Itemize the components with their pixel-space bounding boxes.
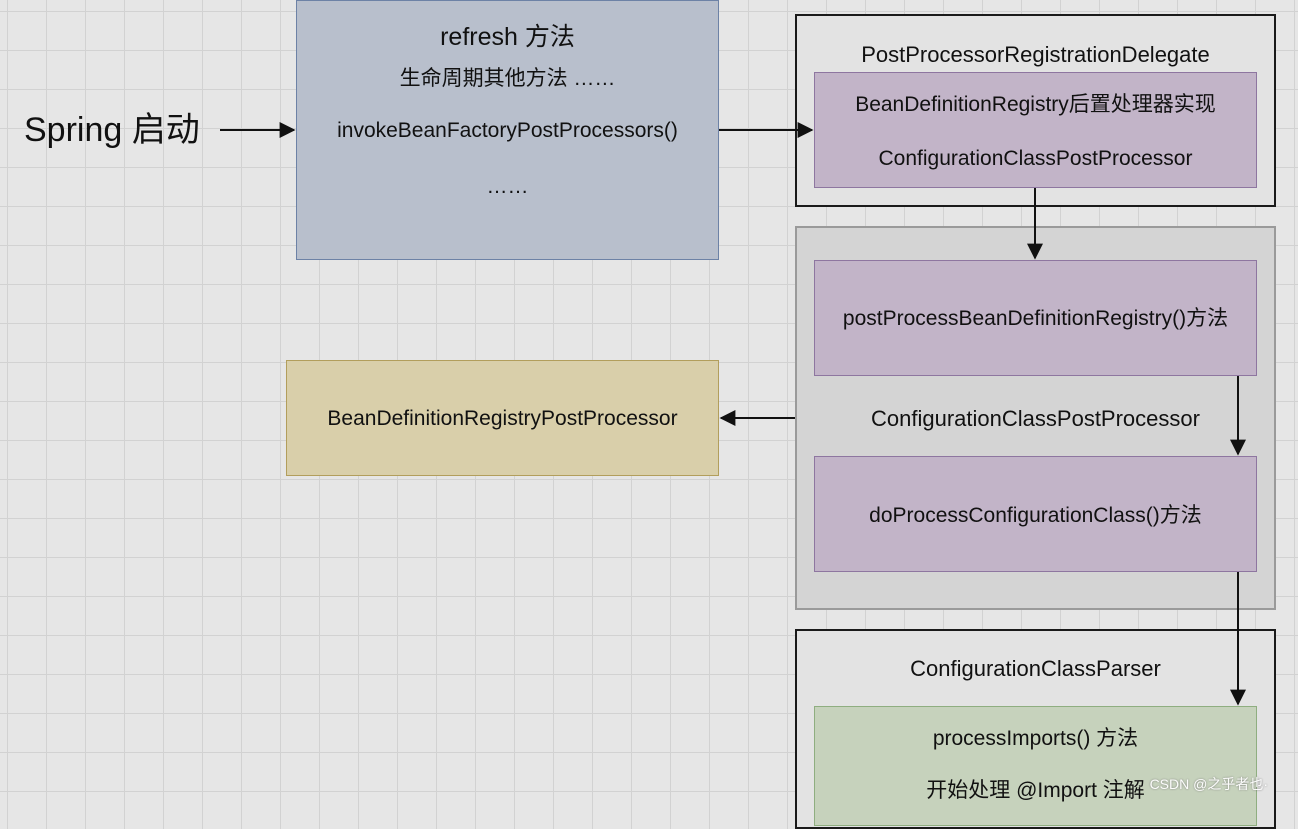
parser-title: ConfigurationClassParser	[910, 656, 1161, 681]
post-process-registry-method-box[interactable]	[814, 260, 1257, 376]
do-process-configuration-method-box[interactable]	[814, 456, 1257, 572]
registry-post-processor-impl-label: BeanDefinitionRegistry后置处理器实现	[855, 93, 1216, 116]
process-imports-method-box[interactable]	[814, 706, 1257, 826]
do-process-configuration-method-label: doProcessConfigurationClass()方法	[869, 504, 1202, 527]
spring-start-label: Spring 启动	[24, 111, 200, 149]
process-imports-method-label: processImports() 方法	[932, 727, 1139, 750]
delegate-title: PostProcessorRegistrationDelegate	[861, 42, 1210, 67]
csdn-watermark: CSDN @之乎者也·	[1149, 776, 1268, 792]
refresh-box-ellipsis: ……	[486, 175, 529, 198]
refresh-box-lifecycle-methods: 生命周期其他方法 ……	[399, 67, 616, 90]
processor-container-label: ConfigurationClassPostProcessor	[871, 406, 1200, 431]
registry-post-processor-interface-label: BeanDefinitionRegistryPostProcessor	[327, 407, 678, 430]
post-process-registry-method-label: postProcessBeanDefinitionRegistry()方法	[842, 307, 1229, 330]
refresh-method-box[interactable]	[296, 0, 719, 260]
import-annotation-label: 开始处理 @Import 注解	[926, 779, 1145, 802]
configuration-class-post-processor-label: ConfigurationClassPostProcessor	[878, 147, 1193, 170]
refresh-box-invoke-method: invokeBeanFactoryPostProcessors()	[337, 119, 678, 142]
registry-post-processor-impl-box[interactable]	[814, 72, 1257, 188]
registry-post-processor-interface-box[interactable]	[286, 360, 719, 476]
refresh-box-title: refresh 方法	[440, 23, 575, 51]
